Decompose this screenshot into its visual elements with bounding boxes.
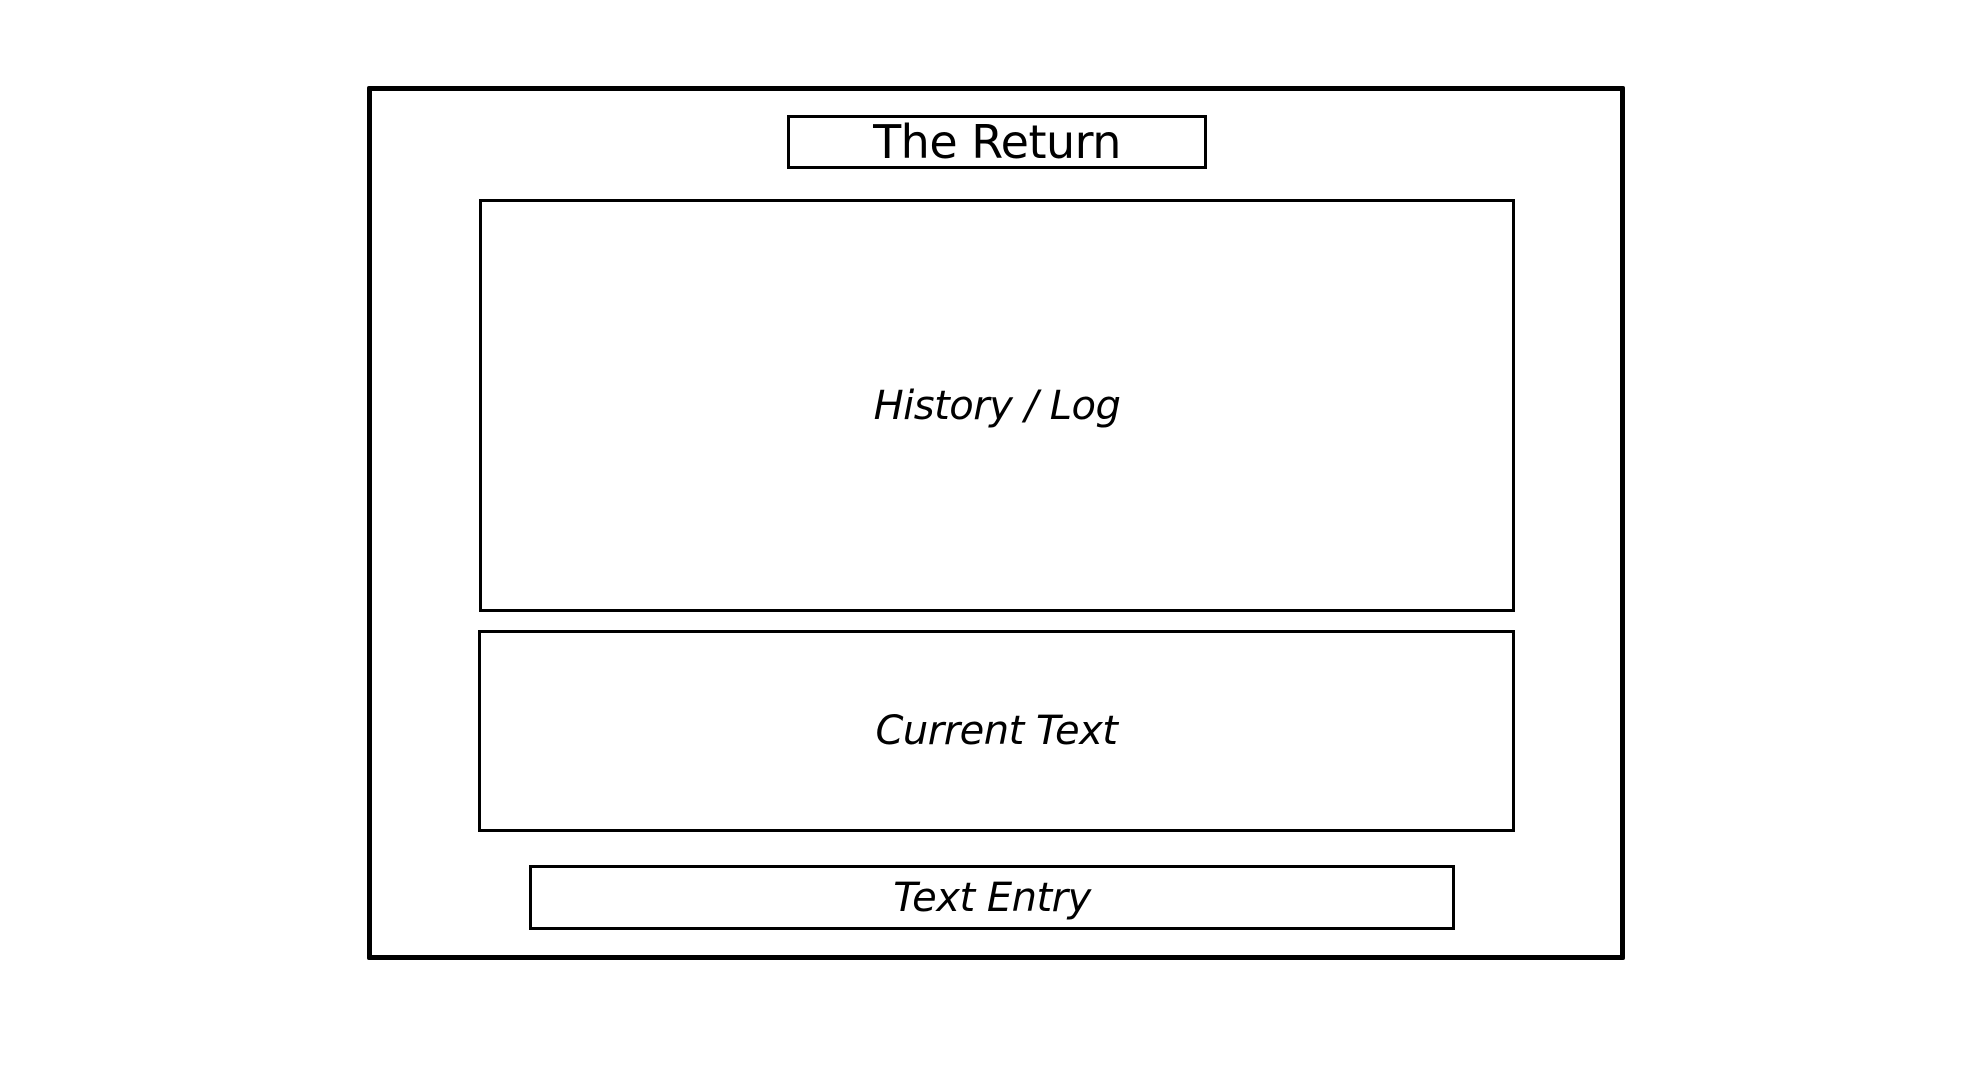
title-box: The Return <box>787 115 1207 169</box>
history-log-panel[interactable]: History / Log <box>479 199 1515 612</box>
text-entry-field[interactable]: Text Entry <box>529 865 1455 930</box>
current-text-panel: Current Text <box>478 630 1515 832</box>
app-title: The Return <box>873 115 1121 169</box>
history-log-label: History / Log <box>873 382 1121 429</box>
text-entry-label: Text Entry <box>893 874 1091 921</box>
current-text-label: Current Text <box>875 708 1119 754</box>
